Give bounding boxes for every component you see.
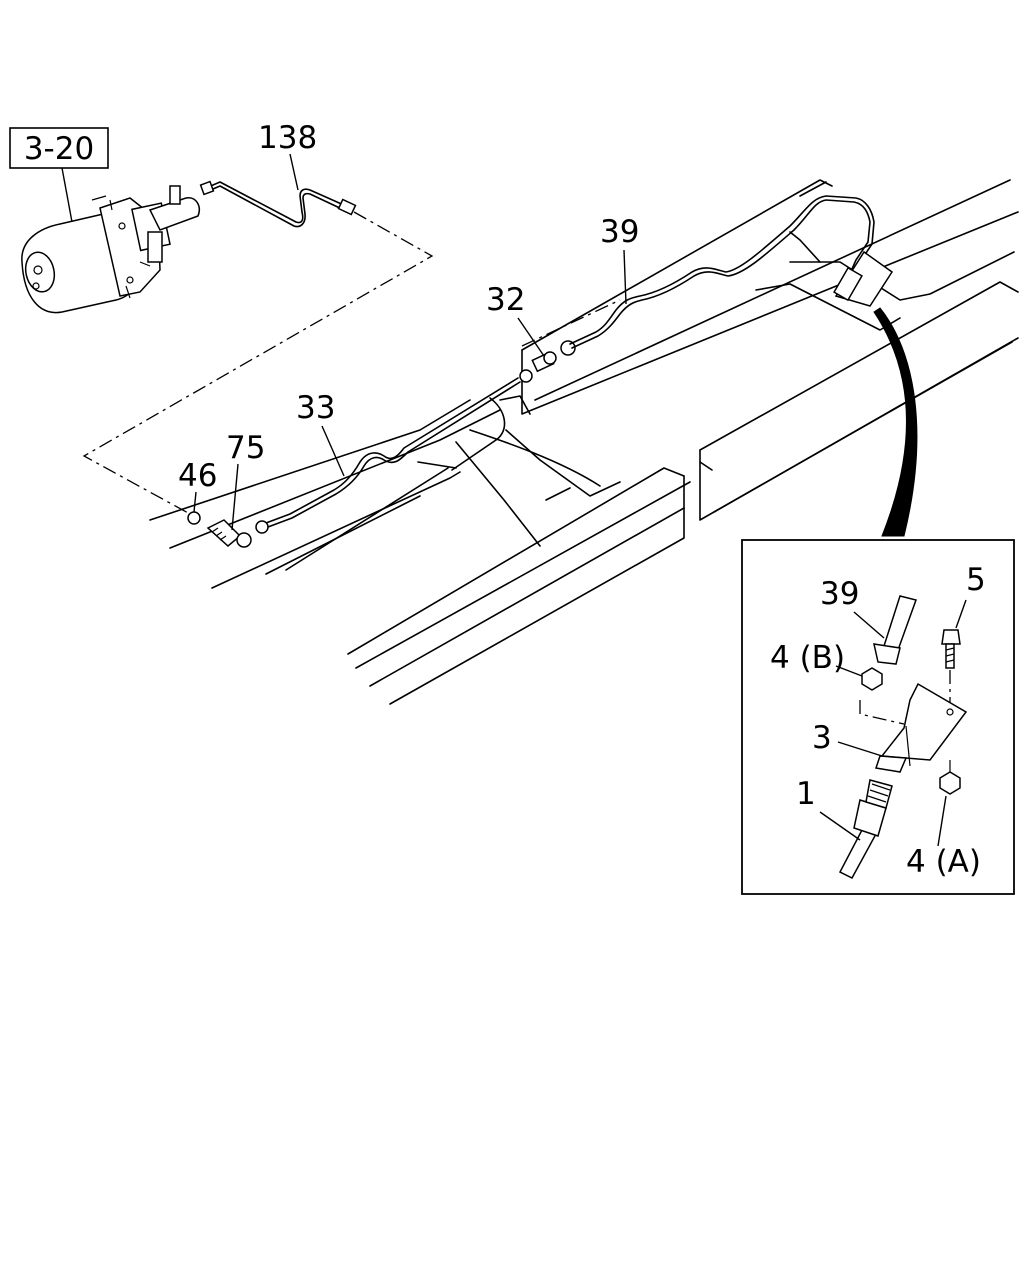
detail-inset (741, 539, 1015, 895)
callout-33[interactable]: 33 (296, 390, 335, 426)
detail-callout-3[interactable]: 3 (812, 720, 832, 756)
union-32-drawing (531, 340, 576, 373)
guide-line-far (521, 299, 621, 347)
chassis-frame-drawing (149, 179, 1019, 705)
fitting-75-drawing (187, 511, 252, 548)
pipe-39-drawing (569, 195, 894, 349)
detail-arrow (873, 307, 918, 537)
callout-138[interactable]: 138 (258, 120, 317, 156)
guide-line-main (82, 211, 434, 515)
detail-callout-4b[interactable]: 4 (B) (770, 640, 845, 676)
detail-callout-39[interactable]: 39 (820, 576, 859, 612)
detail-callout-1[interactable]: 1 (796, 776, 816, 812)
callout-75[interactable]: 75 (226, 430, 265, 466)
callout-46[interactable]: 46 (178, 458, 217, 494)
callout-32[interactable]: 32 (486, 282, 525, 318)
brake-unit-drawing (21, 185, 200, 314)
detail-callout-5[interactable]: 5 (966, 562, 986, 598)
ref-box-label: 3-20 (24, 131, 94, 167)
callout-39[interactable]: 39 (600, 214, 639, 250)
ref-box-3-20[interactable]: 3-20 (9, 127, 109, 169)
detail-callout-4a[interactable]: 4 (A) (906, 844, 981, 880)
pipe-138-drawing (199, 180, 357, 228)
pipe-33-drawing (255, 369, 533, 534)
